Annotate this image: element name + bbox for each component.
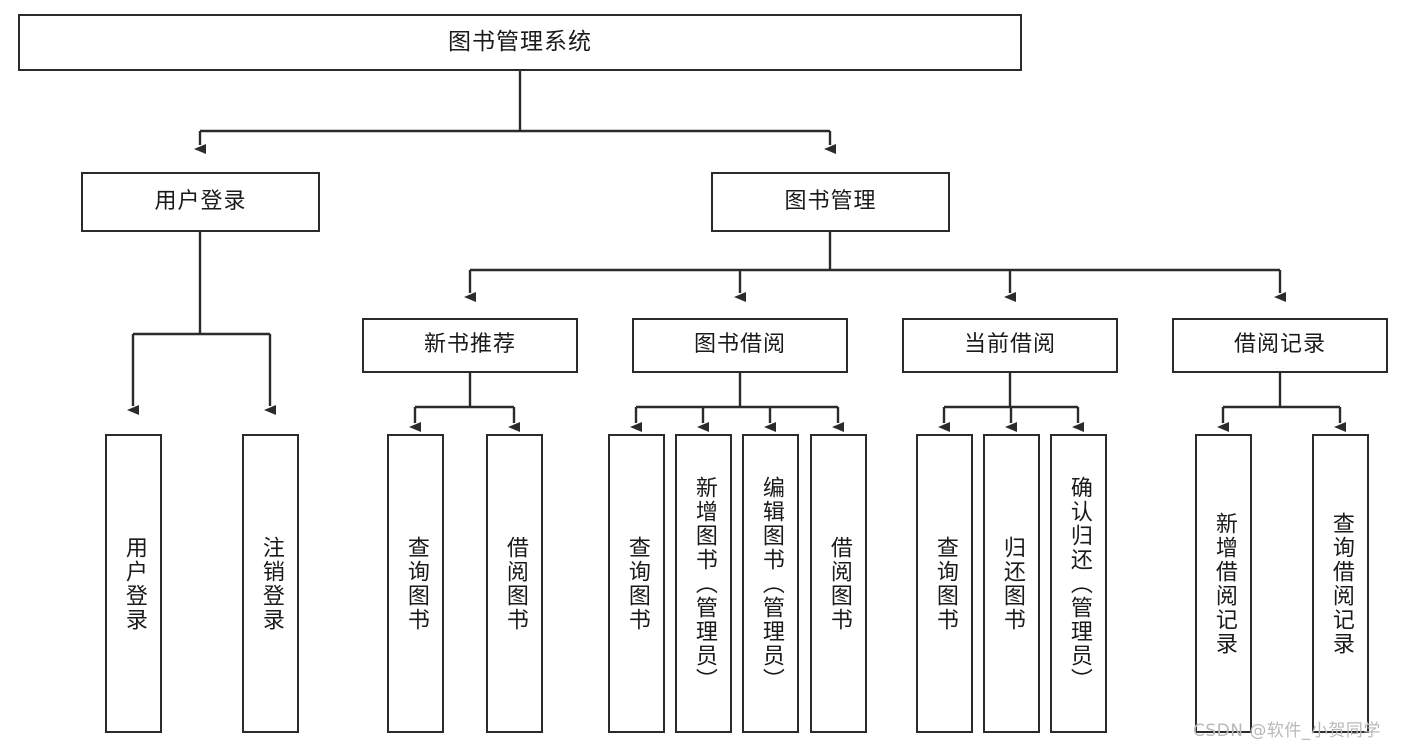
leaf-user-login-signout[interactable]: 注销登录 — [242, 434, 299, 733]
node-label: 图书管理 — [784, 188, 877, 214]
node-book-manage[interactable]: 图书管理 — [711, 172, 950, 232]
leaf-label: 查询图书 — [932, 535, 958, 632]
leaf-book-borrow-query[interactable]: 查询图书 — [608, 434, 665, 733]
leaf-label: 借阅图书 — [502, 535, 528, 632]
node-user-login[interactable]: 用户登录 — [81, 172, 320, 232]
leaf-new-book-borrow[interactable]: 借阅图书 — [486, 434, 543, 733]
leaf-label: 编辑图书（管理员） — [758, 475, 784, 692]
node-label: 用户登录 — [154, 188, 247, 214]
node-label: 当前借阅 — [963, 332, 1056, 358]
leaf-label: 新增借阅记录 — [1211, 511, 1237, 656]
leaf-label: 确认归还（管理员） — [1066, 475, 1092, 692]
node-book-borrow[interactable]: 图书借阅 — [632, 318, 848, 373]
leaf-current-borrow-confirm-return[interactable]: 确认归还（管理员） — [1050, 434, 1107, 733]
leaf-label: 注销登录 — [258, 535, 284, 632]
watermark-text: CSDN @软件_小贺同学 — [1193, 721, 1381, 741]
leaf-borrow-record-add[interactable]: 新增借阅记录 — [1195, 434, 1252, 733]
node-borrow-record[interactable]: 借阅记录 — [1172, 318, 1388, 373]
leaf-user-login-signin[interactable]: 用户登录 — [105, 434, 162, 733]
leaf-current-borrow-return[interactable]: 归还图书 — [983, 434, 1040, 733]
node-current-borrow[interactable]: 当前借阅 — [902, 318, 1118, 373]
node-label: 图书借阅 — [693, 332, 786, 358]
leaf-label: 查询图书 — [624, 535, 650, 632]
leaf-current-borrow-query[interactable]: 查询图书 — [916, 434, 973, 733]
leaf-label: 新增图书（管理员） — [691, 475, 717, 692]
node-root-system[interactable]: 图书管理系统 — [18, 14, 1022, 71]
leaf-label: 归还图书 — [999, 535, 1025, 632]
node-label: 新书推荐 — [423, 332, 516, 358]
leaf-borrow-record-query[interactable]: 查询借阅记录 — [1312, 434, 1369, 733]
node-label: 图书管理系统 — [448, 28, 592, 55]
leaf-book-borrow-edit[interactable]: 编辑图书（管理员） — [742, 434, 799, 733]
leaf-new-book-query[interactable]: 查询图书 — [387, 434, 444, 733]
leaf-label: 查询借阅记录 — [1328, 511, 1354, 656]
leaf-label: 查询图书 — [403, 535, 429, 632]
node-new-book-recommend[interactable]: 新书推荐 — [362, 318, 578, 373]
leaf-book-borrow-borrow[interactable]: 借阅图书 — [810, 434, 867, 733]
leaf-label: 用户登录 — [121, 535, 147, 632]
leaf-label: 借阅图书 — [826, 535, 852, 632]
leaf-book-borrow-add[interactable]: 新增图书（管理员） — [675, 434, 732, 733]
node-label: 借阅记录 — [1233, 332, 1326, 358]
